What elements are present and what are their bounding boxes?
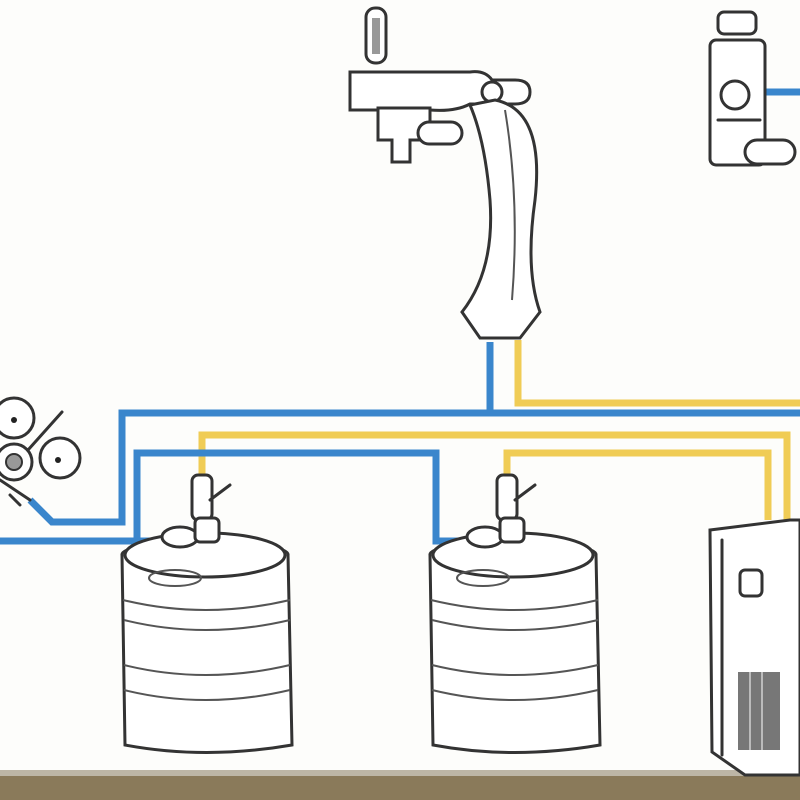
beer-cooler <box>708 518 800 777</box>
gas-line-main <box>27 409 800 526</box>
floor <box>0 770 800 800</box>
keg-2 <box>428 473 602 754</box>
faucet-2 <box>708 10 797 167</box>
keg-coupler-2 <box>465 473 537 549</box>
tap-tower <box>348 6 542 340</box>
keg-coupler-1 <box>160 473 232 549</box>
beer-line-keg2 <box>503 449 772 520</box>
keg-1 <box>120 473 294 754</box>
beer-line-keg1 <box>198 431 791 520</box>
co2-regulator <box>0 396 82 507</box>
beer-line-tower <box>514 340 800 407</box>
